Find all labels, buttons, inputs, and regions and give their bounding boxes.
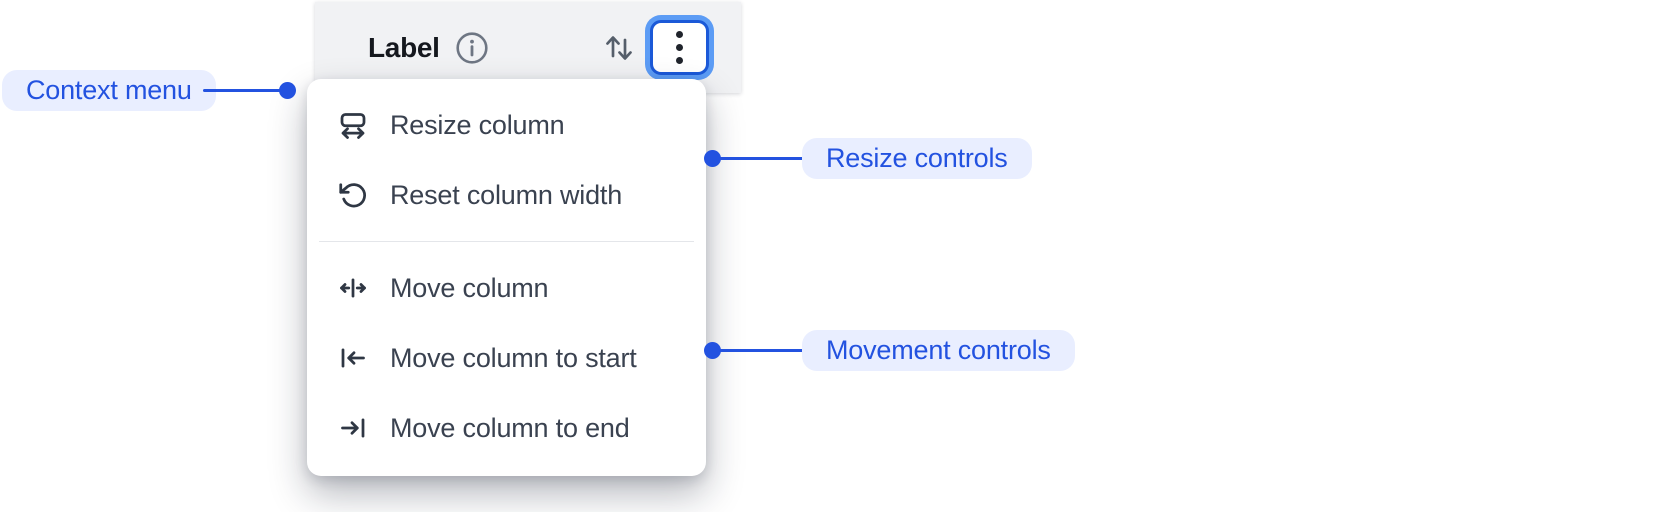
move-column-icon — [338, 273, 368, 303]
menu-item-label: Move column — [390, 272, 549, 303]
menu-item-move-column-to-end[interactable]: Move column to end — [307, 393, 706, 463]
menu-divider — [319, 241, 694, 242]
info-icon[interactable] — [455, 31, 489, 65]
menu-item-label: Resize column — [390, 109, 565, 140]
context-menu: Resize column Reset column width — [307, 79, 706, 476]
column-header-label: Label — [368, 31, 440, 63]
table-column-header: Label — [315, 2, 741, 93]
leader-line — [712, 349, 804, 352]
sort-icon[interactable] — [602, 30, 635, 66]
column-menu-button[interactable] — [650, 20, 709, 75]
menu-item-move-column-to-start[interactable]: Move column to start — [307, 323, 706, 393]
menu-item-label: Move column to start — [390, 342, 637, 373]
move-column-start-icon — [338, 343, 368, 373]
move-column-end-icon — [338, 413, 368, 443]
leader-dot — [279, 82, 296, 99]
annotation-resize-controls: Resize controls — [802, 138, 1032, 179]
menu-item-label: Move column to end — [390, 412, 630, 443]
resize-column-icon — [338, 110, 368, 140]
kebab-menu-icon — [676, 31, 683, 38]
annotation-label: Movement controls — [826, 335, 1051, 365]
menu-item-resize-column[interactable]: Resize column — [307, 90, 706, 160]
leader-line — [203, 89, 281, 92]
reset-column-width-icon — [338, 180, 368, 210]
annotation-movement-controls: Movement controls — [802, 330, 1075, 371]
annotation-label: Resize controls — [826, 143, 1008, 173]
menu-item-move-column[interactable]: Move column — [307, 253, 706, 323]
annotation-label: Context menu — [26, 75, 192, 105]
annotation-context-menu: Context menu — [2, 70, 216, 111]
menu-item-label: Reset column width — [390, 179, 623, 210]
leader-line — [712, 157, 804, 160]
menu-item-reset-column-width[interactable]: Reset column width — [307, 160, 706, 230]
